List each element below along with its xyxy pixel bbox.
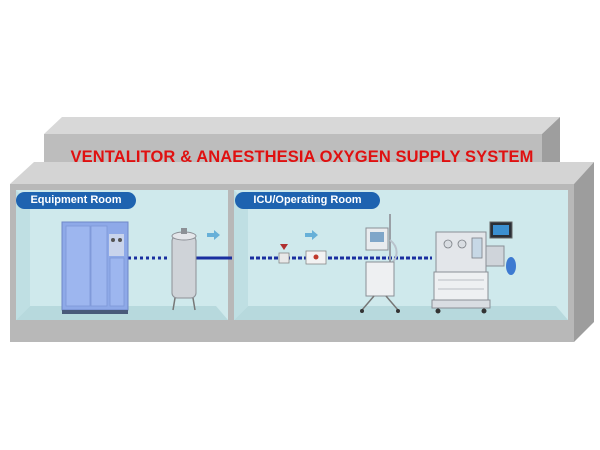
anaesthesia-machine-icon bbox=[431, 221, 516, 314]
wall-outlet-icon bbox=[305, 250, 327, 265]
diagram-title: VENTALITOR & ANAESTHESIA OXYGEN SUPPLY S… bbox=[70, 148, 534, 166]
flow-valve-icon bbox=[278, 244, 290, 264]
arrow-right-icon bbox=[207, 230, 220, 240]
ventilator-icon bbox=[360, 214, 400, 313]
oxygen-generator-icon bbox=[61, 221, 129, 314]
arrow-right-icon bbox=[305, 230, 318, 240]
icu-room-label: ICU/Operating Room bbox=[235, 192, 380, 209]
equipment-room-label: Equipment Room bbox=[16, 192, 136, 209]
oxygen-tank-icon bbox=[171, 228, 197, 311]
